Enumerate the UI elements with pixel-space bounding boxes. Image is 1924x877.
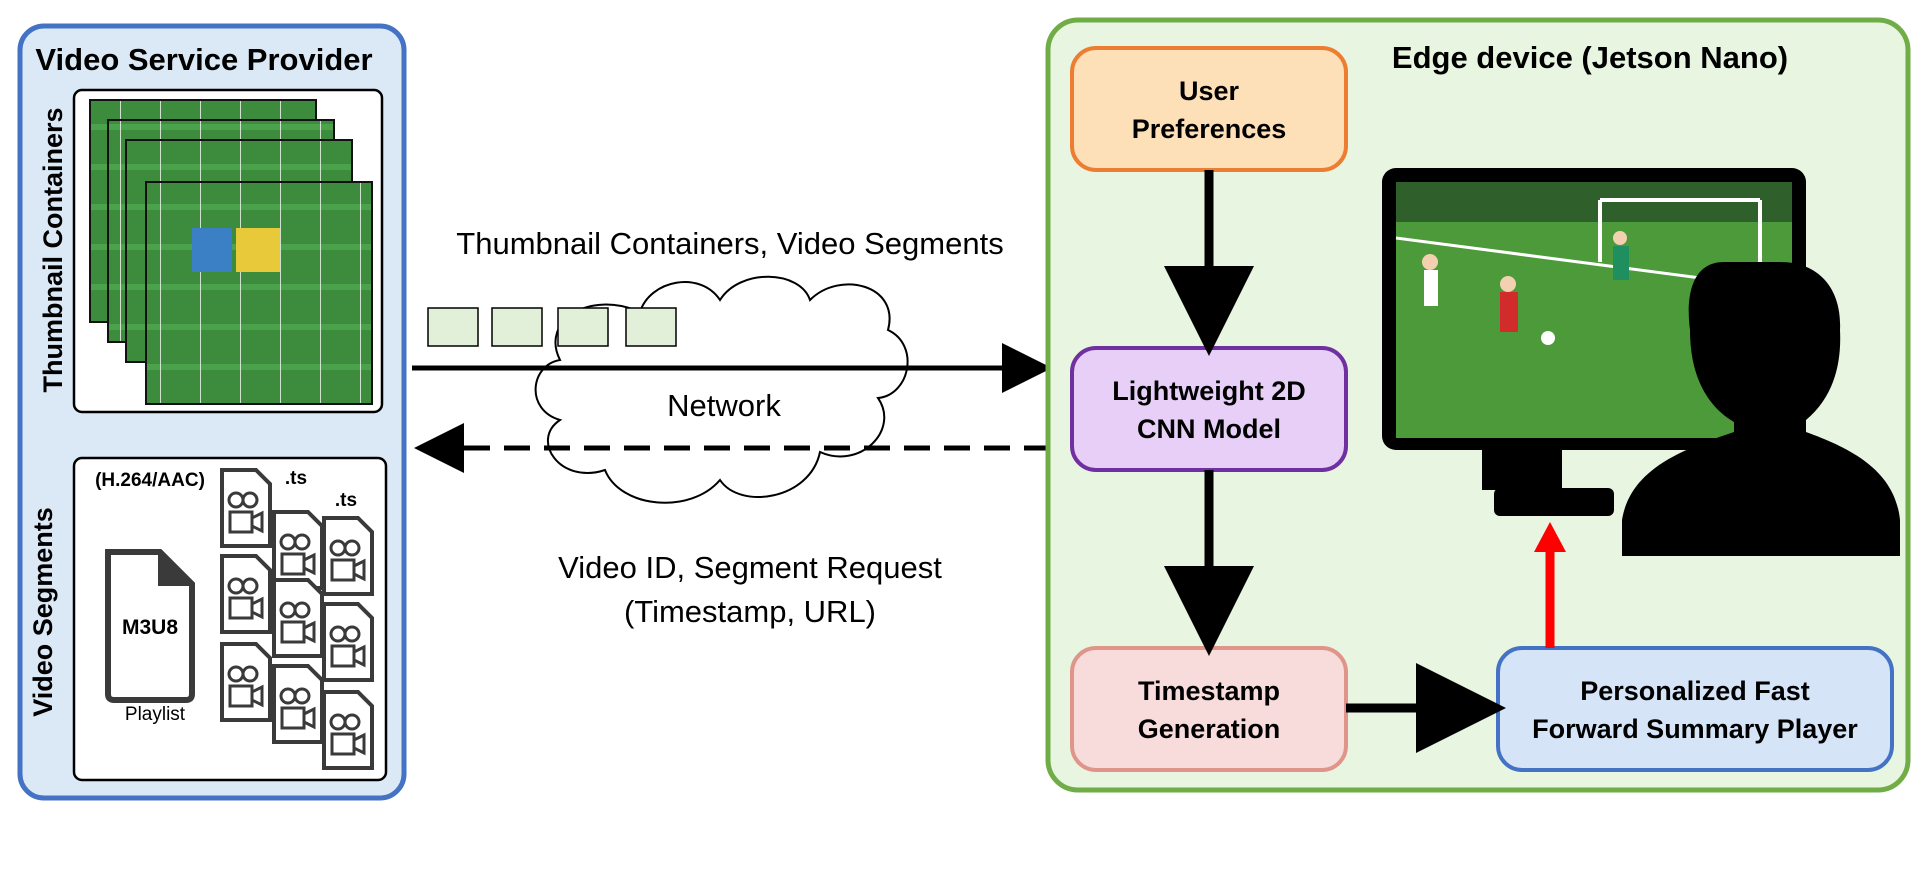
data-packet <box>427 307 479 347</box>
thumbnail-stack <box>89 99 373 405</box>
ts-video-file-icon <box>322 690 374 770</box>
summary-player-box <box>1496 646 1894 772</box>
ts-video-file-icon <box>220 468 272 548</box>
request-label-line1: Video ID, Segment Request <box>558 550 942 585</box>
ts-video-file-icon <box>272 578 324 658</box>
thumbnail-highlight-player <box>236 228 280 272</box>
ts-video-file-icon <box>272 664 324 744</box>
request-label-line2: (Timestamp, URL) <box>624 594 876 629</box>
timestamp-generation-line2: Generation <box>1138 714 1281 744</box>
m3u8-label: M3U8 <box>122 616 178 639</box>
network-label: Network <box>667 388 781 423</box>
user-preferences-line1: User <box>1179 76 1240 106</box>
ts-video-file-icon <box>220 554 272 634</box>
ts-label: .ts <box>335 490 357 511</box>
ts-video-file-icon <box>322 516 374 596</box>
data-packet <box>625 307 677 347</box>
ts-file-icons <box>220 468 374 770</box>
video-segments-label: Video Segments <box>28 507 58 717</box>
data-packet <box>557 307 609 347</box>
m3u8-file-icon <box>105 549 195 703</box>
cnn-model-line2: CNN Model <box>1137 414 1281 444</box>
cnn-model-line1: Lightweight 2D <box>1112 376 1305 406</box>
user-preferences-line2: Preferences <box>1132 114 1287 144</box>
edge-device-title: Edge device (Jetson Nano) <box>1392 40 1788 75</box>
timestamp-generation-line1: Timestamp <box>1138 676 1280 706</box>
user-avatar-icon <box>1622 262 1900 556</box>
thumbnail-grid <box>145 181 373 405</box>
summary-player-line1: Personalized Fast <box>1580 676 1810 706</box>
ts-video-file-icon <box>322 602 374 682</box>
ts-video-file-icon <box>272 510 324 590</box>
cnn-model-box <box>1070 346 1348 472</box>
ts-video-file-icon <box>220 642 272 722</box>
ts-label: .ts <box>285 468 307 489</box>
playlist-label: Playlist <box>125 704 186 725</box>
codec-label: (H.264/AAC) <box>95 470 205 491</box>
user-preferences-box <box>1070 46 1348 172</box>
provider-title: Video Service Provider <box>35 42 372 77</box>
data-packet <box>491 307 543 347</box>
thumbnail-highlight-player <box>192 228 232 272</box>
summary-player-line2: Forward Summary Player <box>1532 714 1858 744</box>
network-top-label: Thumbnail Containers, Video Segments <box>456 226 1003 261</box>
player-to-display-arrowhead <box>1534 522 1566 552</box>
thumbnail-containers-label: Thumbnail Containers <box>38 107 68 392</box>
timestamp-generation-box <box>1070 646 1348 772</box>
